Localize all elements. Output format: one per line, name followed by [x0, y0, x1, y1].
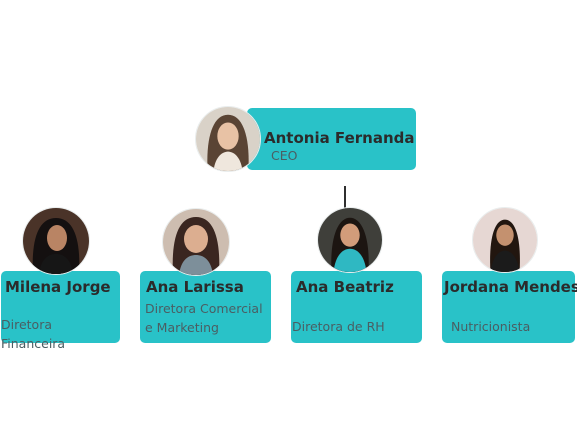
report-avatar-jordana — [472, 207, 538, 273]
ceo-role: CEO — [271, 148, 298, 163]
ceo-avatar — [195, 106, 261, 172]
report-card-jordana: Jordana Mendes Nutricionista — [442, 271, 577, 343]
report-card-milena: Milena Jorge Diretora Financeira — [1, 271, 120, 351]
report-role: Diretora Financeira — [1, 317, 66, 351]
report-role: Diretora de RH — [292, 319, 385, 334]
report-name: Milena Jorge — [5, 278, 111, 296]
person-photo-icon — [163, 209, 229, 275]
person-photo-icon — [23, 208, 89, 274]
report-avatar-ana-beatriz — [317, 207, 383, 273]
report-avatar-ana-larissa — [162, 208, 230, 276]
report-card-ana-beatriz: Ana Beatriz Diretora de RH — [291, 271, 422, 343]
person-photo-icon — [473, 208, 537, 272]
report-avatar-milena — [22, 207, 90, 275]
person-photo-icon — [196, 107, 260, 171]
report-role: Nutricionista — [451, 319, 531, 334]
person-photo-icon — [318, 208, 382, 272]
ceo-name: Antonia Fernanda — [264, 129, 415, 147]
report-card-ana-larissa: Ana Larissa Diretora Comercial e Marketi… — [140, 271, 271, 343]
report-name: Ana Larissa — [146, 278, 244, 296]
org-connector-line — [344, 186, 346, 214]
report-name: Ana Beatriz — [296, 278, 394, 296]
report-role: Diretora Comercial e Marketing — [145, 301, 263, 335]
ceo-card: Antonia Fernanda CEO — [247, 108, 416, 170]
report-name: Jordana Mendes — [444, 278, 577, 296]
